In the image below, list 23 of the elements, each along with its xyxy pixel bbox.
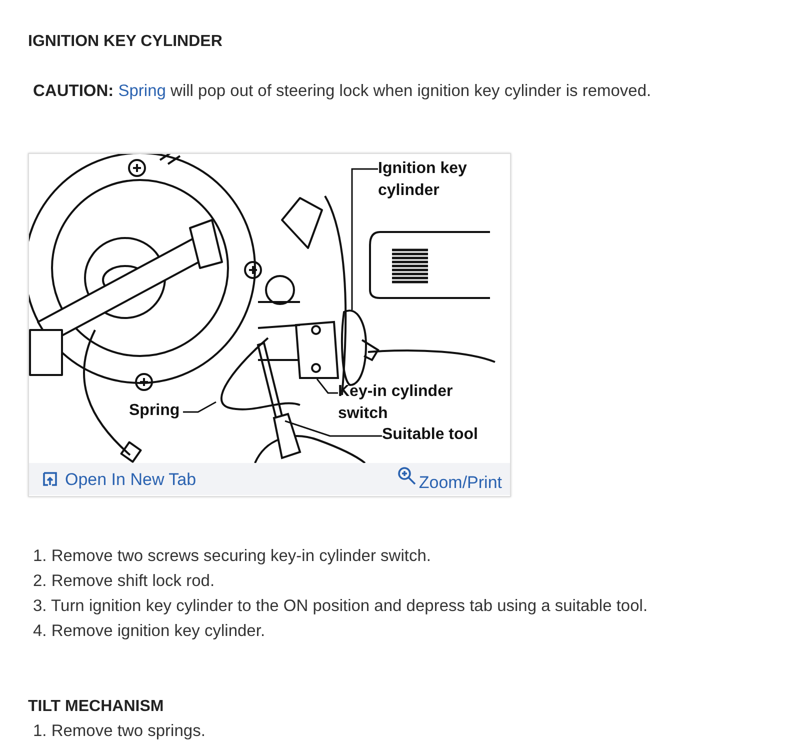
screwdriver-part xyxy=(256,342,302,460)
leader-line xyxy=(316,378,338,394)
callout-label: Ignition key cylinder xyxy=(378,158,478,202)
instruction-step: 1. Remove two screws securing key-in cylinder switch. xyxy=(33,547,431,566)
callout-label: Key-in cylinder switch xyxy=(338,381,464,425)
instruction-step: 2. Remove shift lock rod. xyxy=(33,572,215,591)
instruction-step: 1. Remove two springs. xyxy=(33,722,206,741)
leader-line xyxy=(351,168,378,310)
key-cylinder-part xyxy=(341,310,379,386)
leader-line xyxy=(284,420,382,437)
callout-label: Spring xyxy=(129,400,183,422)
section-heading: TILT MECHANISM xyxy=(28,698,164,716)
spring-link: Spring xyxy=(118,82,166,100)
caution-note: CAUTION: Spring will pop out of steering lock when ignition key cylinder is removed. xyxy=(33,82,652,101)
section-heading: IGNITION KEY CYLINDER xyxy=(28,33,222,51)
switch-part xyxy=(295,320,340,379)
instruction-step: 4. Remove ignition key cylinder. xyxy=(33,622,266,641)
spring-part xyxy=(220,337,300,410)
instruction-step: 3. Turn ignition key cylinder to the ON position and depress tab using a suitable tool. xyxy=(33,597,648,616)
leader-line xyxy=(183,401,216,413)
callout-label: Suitable tool xyxy=(382,424,494,446)
open-in-new-tab-link: Open In New Tab xyxy=(43,470,196,490)
zoom-print-link: Zoom/Print xyxy=(396,466,502,493)
